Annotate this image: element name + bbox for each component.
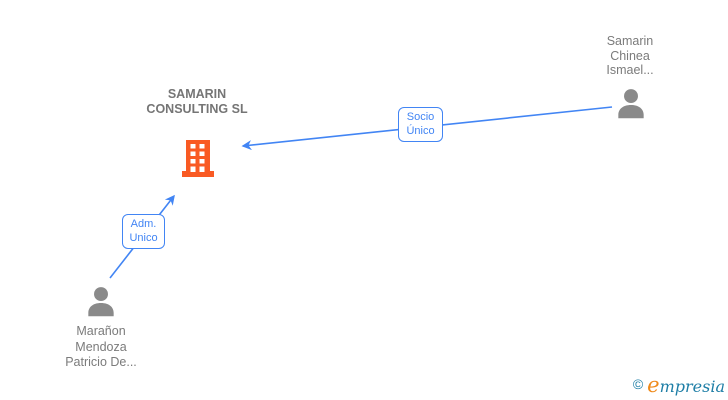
company-node[interactable] — [180, 137, 216, 178]
person-node-samarin-chinea[interactable] — [612, 85, 650, 123]
building-icon — [182, 140, 214, 177]
person-icon — [618, 89, 644, 119]
brand-initial: e — [647, 373, 660, 397]
person-node-maranon-mendoza[interactable] — [82, 283, 120, 321]
brand-name: mpresia — [659, 377, 725, 396]
empresia-watermark: ©empresia — [633, 373, 725, 397]
copyright-icon: © — [632, 376, 644, 392]
person-icon — [88, 287, 114, 317]
company-name[interactable]: SAMARIN CONSULTING SL — [146, 87, 248, 116]
edge-label-adm-unico: Adm. Unico — [122, 214, 165, 249]
person-name-samarin-chinea[interactable]: Samarin Chinea Ismael... — [606, 34, 654, 77]
edge-label-socio-unico: Socio Único — [398, 107, 443, 142]
person-name-maranon-mendoza[interactable]: Marañon Mendoza Patricio De... — [65, 324, 137, 369]
